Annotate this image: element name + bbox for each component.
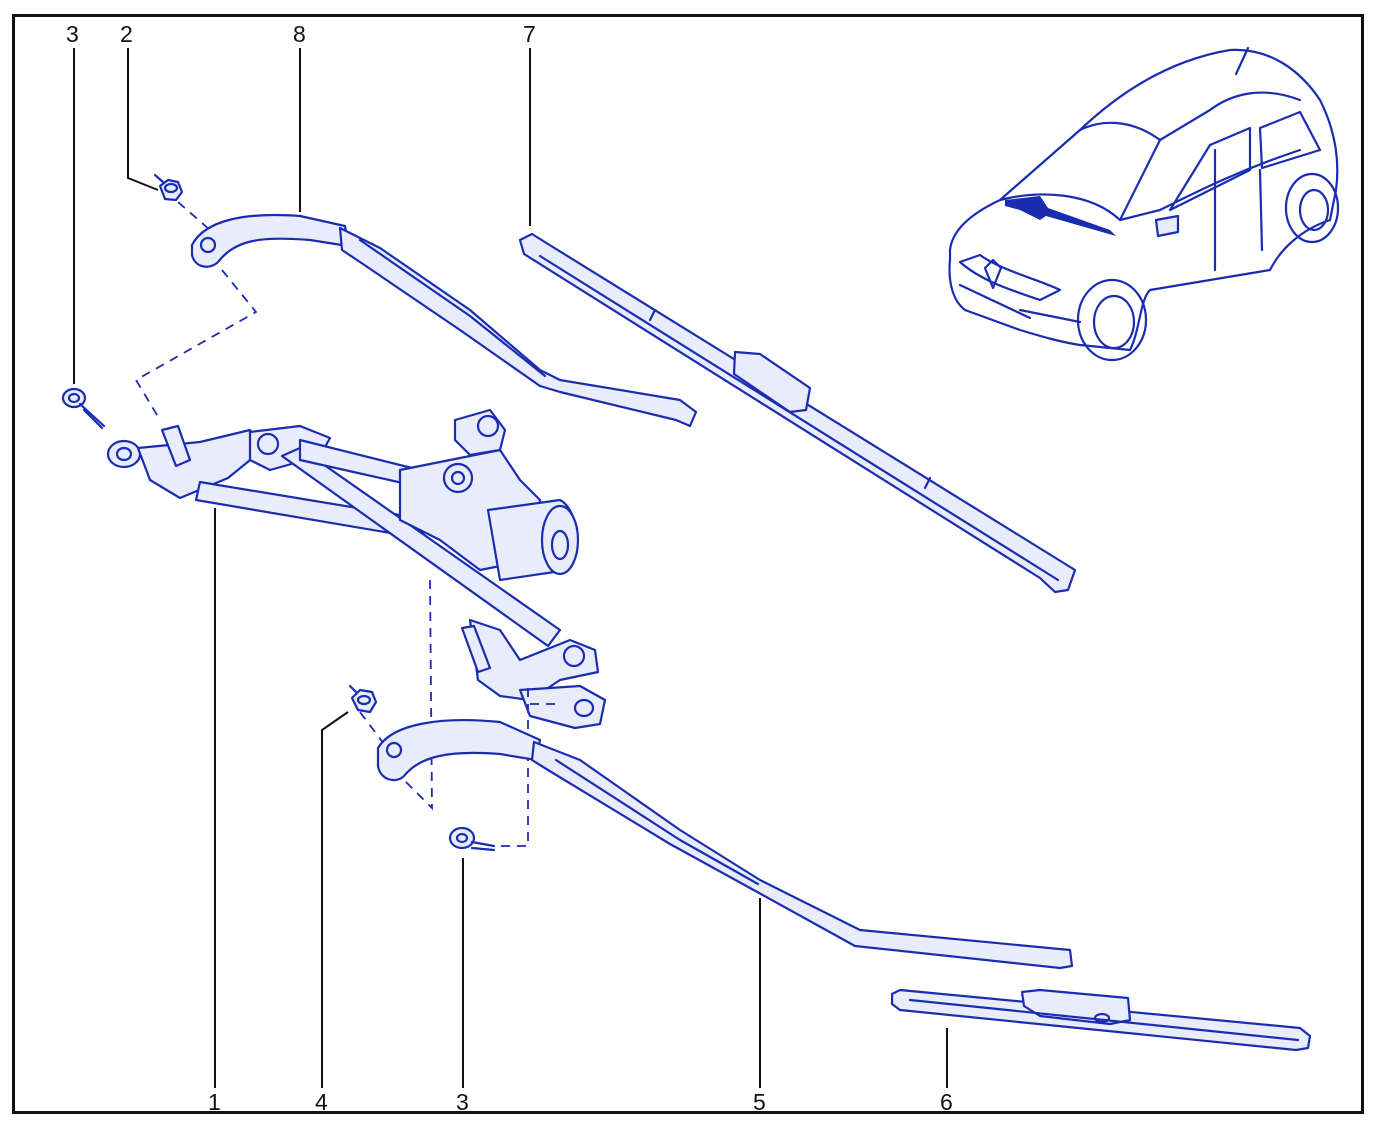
wiper-arm-lower <box>376 719 1074 970</box>
callout-8: 8 <box>293 21 306 47</box>
leader-lines <box>73 48 948 1088</box>
callout-5: 5 <box>753 1089 766 1115</box>
bolt-lower <box>448 826 496 852</box>
wiper-arm-upper <box>190 213 698 428</box>
callout-3-top: 3 <box>66 21 79 47</box>
callout-1: 1 <box>208 1089 221 1115</box>
nut-top <box>153 173 184 202</box>
nut-lower <box>348 684 378 714</box>
assembly-dash-line <box>177 201 211 231</box>
callout-7: 7 <box>523 21 536 47</box>
callout-3-bottom: 3 <box>456 1089 469 1115</box>
callout-2: 2 <box>120 21 133 47</box>
callout-6: 6 <box>940 1089 953 1115</box>
diagram-frame <box>12 14 1364 1114</box>
assembly-dash-lines-upper <box>134 269 258 421</box>
wiper-blade-long <box>518 232 1077 594</box>
callout-4: 4 <box>315 1089 328 1115</box>
car-illustration <box>948 46 1340 362</box>
bolt-top <box>61 387 106 430</box>
wiper-linkage-motor <box>106 408 607 730</box>
wiper-blade-short <box>890 988 1312 1052</box>
